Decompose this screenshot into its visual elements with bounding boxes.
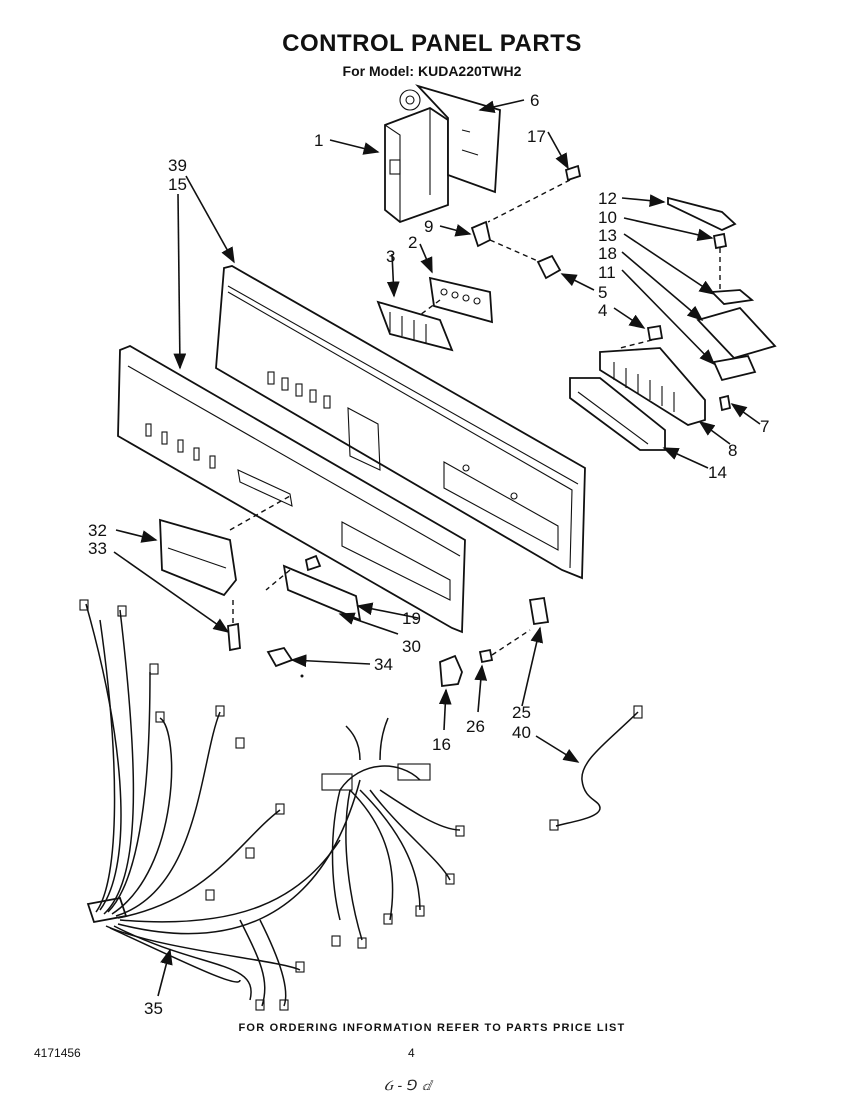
clip-34: [266, 646, 304, 678]
bracket-25: [528, 596, 550, 626]
ordering-note: FOR ORDERING INFORMATION REFER TO PARTS …: [238, 1022, 626, 1034]
callout-33: 33: [88, 539, 107, 558]
callout-12: 12: [598, 189, 617, 208]
trim-30: [282, 564, 362, 622]
callout-15: 15: [168, 175, 187, 194]
callout-9: 9: [424, 217, 433, 236]
callout-30: 30: [402, 637, 421, 656]
switch-5: [536, 254, 562, 280]
callout-25: 25: [512, 703, 531, 722]
callout-32: 32: [88, 521, 107, 540]
callout-34: 34: [374, 655, 393, 674]
page-title: CONTROL PANEL PARTS: [282, 30, 582, 57]
button-frame-3: [376, 300, 454, 352]
callout-6: 6: [530, 91, 539, 110]
screw-26: [478, 648, 494, 664]
callout-1: 1: [314, 131, 323, 150]
bracket-12: [667, 196, 737, 231]
model-subtitle: For Model: KUDA220TWH2: [342, 63, 522, 79]
screw-4: [646, 324, 664, 342]
callout-18: 18: [598, 244, 617, 263]
wire-harness-35: [79, 599, 465, 1011]
callout-13: 13: [598, 226, 617, 245]
handwritten-mark: Ᏽ - ⅁ ⅆ: [384, 1078, 431, 1094]
switch-assembly-8: [599, 347, 706, 426]
wire-40: [549, 705, 643, 831]
document-number: 4171456: [34, 1046, 81, 1060]
board-11: [712, 354, 757, 382]
callout-5: 5: [598, 283, 607, 302]
callout-17: 17: [527, 127, 546, 146]
callout-2: 2: [408, 233, 417, 252]
callout-11: 11: [598, 263, 616, 282]
callout-16: 16: [432, 735, 451, 754]
bracket-13: [709, 289, 755, 305]
bracket-9: [470, 220, 492, 248]
callout-19: 19: [402, 609, 421, 628]
callout-3: 3: [386, 247, 395, 266]
clip-7: [718, 394, 732, 412]
callout-40: 40: [512, 723, 531, 742]
callout-39: 39: [168, 156, 187, 175]
leader-lines: [113, 99, 761, 997]
callout-10: 10: [598, 208, 617, 227]
screw-10: [712, 232, 728, 250]
board-18: [696, 306, 777, 360]
knob-16: [439, 654, 463, 688]
page-number: 4: [408, 1046, 415, 1060]
back-panel-39: [215, 265, 586, 580]
dispenser-32: [159, 518, 237, 597]
callout-14: 14: [708, 463, 727, 482]
callout-26: 26: [466, 717, 485, 736]
switch-strip-2: [428, 276, 493, 324]
screw-19: [304, 554, 322, 572]
screw-33: [227, 622, 241, 652]
callout-35: 35: [144, 999, 163, 1018]
screw-17: [564, 164, 582, 182]
timer-part: [384, 89, 449, 224]
callout-7: 7: [760, 417, 769, 436]
callout-4: 4: [598, 301, 607, 320]
callout-8: 8: [728, 441, 737, 460]
front-panel-15: [117, 345, 466, 634]
